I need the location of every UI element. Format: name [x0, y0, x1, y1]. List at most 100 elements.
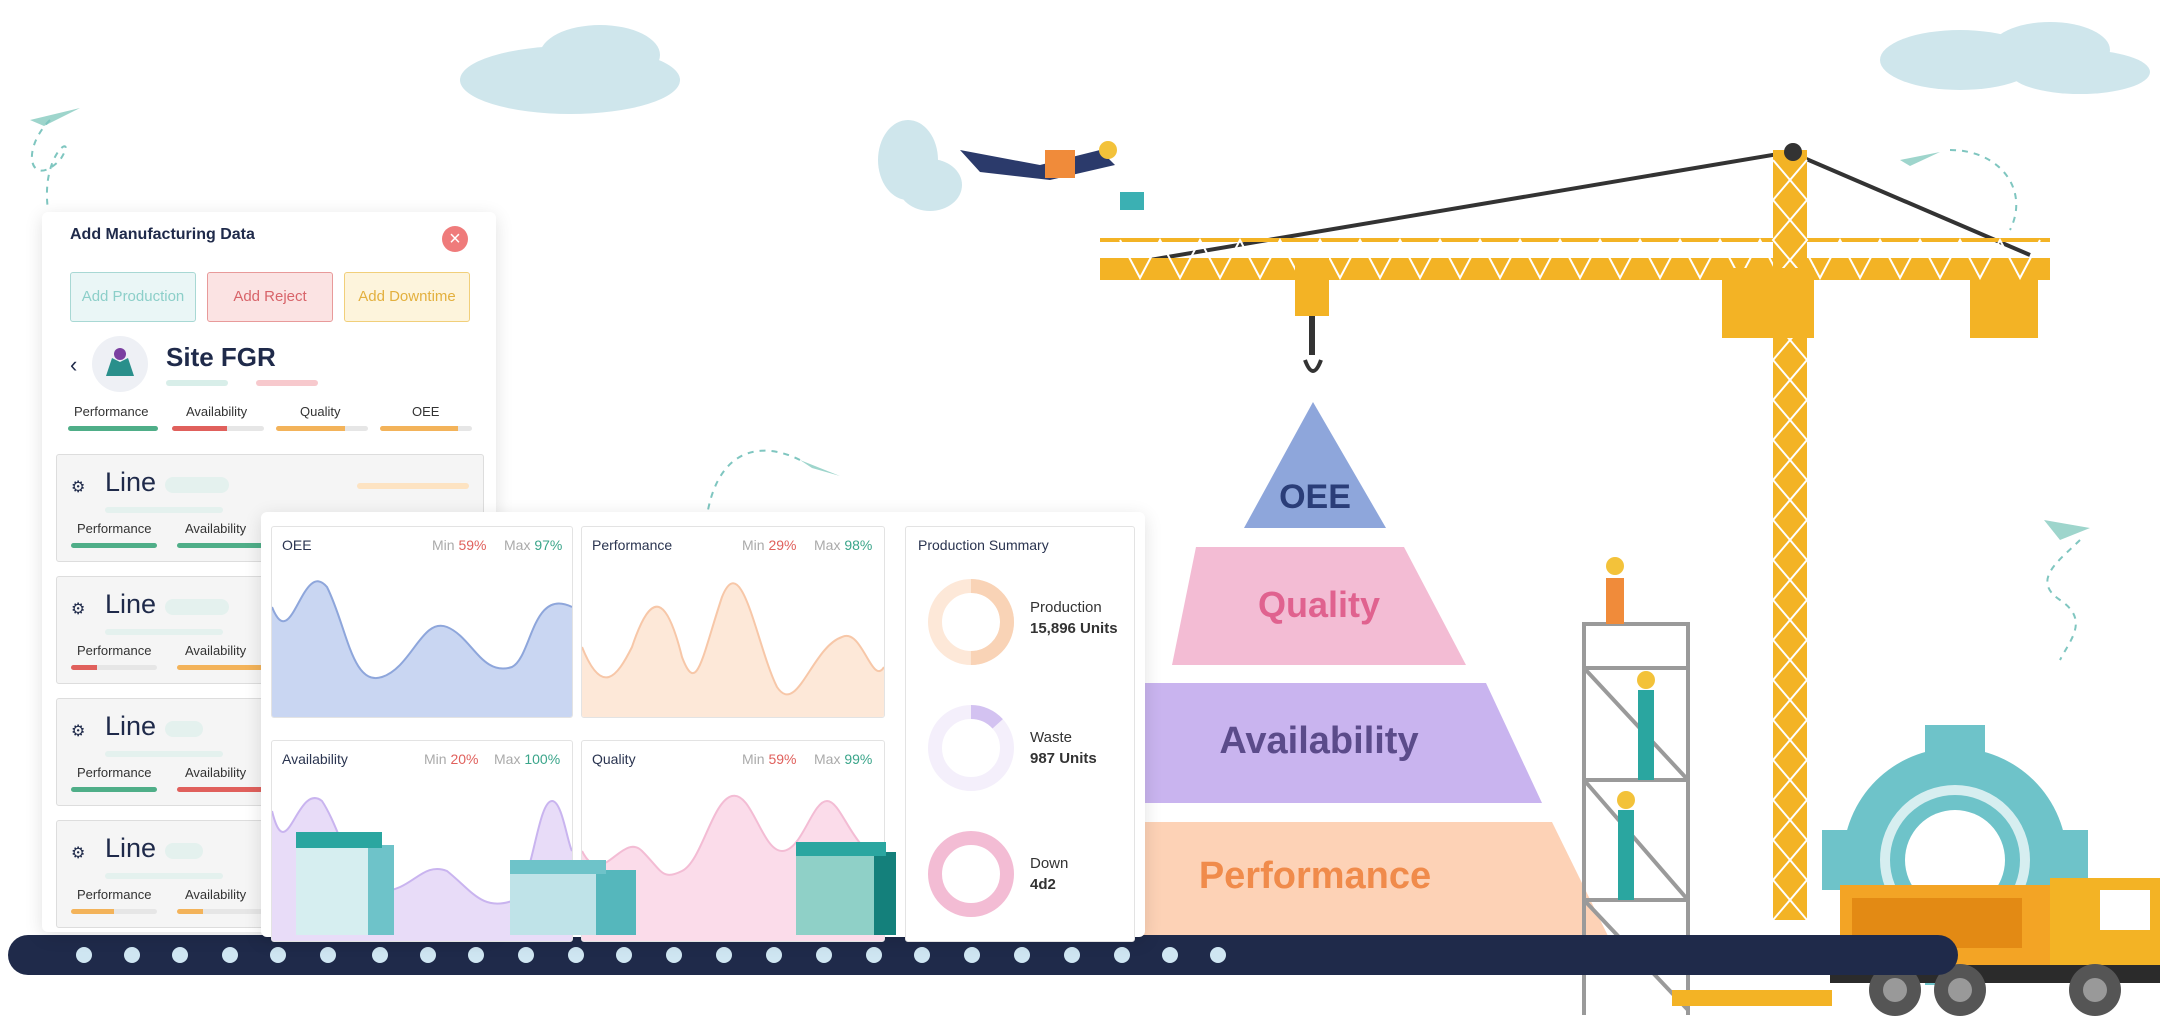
- cloud-icon: [460, 22, 2150, 211]
- max-value: 99%: [844, 751, 873, 767]
- robot-arm-icon: ⚙: [71, 479, 86, 496]
- summary-value: 4d2: [1030, 876, 1056, 893]
- min-label: Min: [424, 751, 447, 767]
- metric-performance-label: Performance: [74, 404, 149, 419]
- min-value: 29%: [768, 537, 797, 553]
- line-bar: [357, 483, 469, 489]
- line-bar: [177, 665, 263, 670]
- dashboard-panel: OEE Min 59% Max 97% Performance Min 29% …: [261, 512, 1145, 942]
- map-pin-icon: [92, 336, 148, 392]
- metric-availability-label: Availability: [186, 404, 248, 419]
- close-icon[interactable]: ×: [442, 226, 468, 252]
- chart-min: Min 20%: [424, 751, 478, 767]
- quality-area-chart: [582, 794, 884, 941]
- line-bar: [177, 543, 263, 548]
- chart-max: Max 98%: [814, 537, 872, 553]
- quality-chart-card[interactable]: Quality Min 59% Max 99%: [581, 740, 885, 942]
- line-bar: [177, 909, 263, 914]
- line-bar: [71, 787, 157, 792]
- line-performance-label: Performance: [77, 887, 152, 902]
- metric-bar: [380, 426, 472, 431]
- chart-max: Max 97%: [504, 537, 562, 553]
- min-label: Min: [742, 537, 765, 553]
- paper-plane-icon: [30, 108, 2090, 540]
- max-label: Max: [494, 751, 521, 767]
- performance-chart-card[interactable]: Performance Min 29% Max 98%: [581, 526, 885, 718]
- line-bar: [71, 543, 157, 548]
- robot-arm-icon: ⚙: [71, 845, 86, 862]
- min-value: 20%: [450, 751, 479, 767]
- site-name: Site FGR: [166, 342, 276, 372]
- waste-donut: [928, 705, 1014, 791]
- metric-bar: [276, 426, 368, 431]
- line-bar: [105, 751, 223, 757]
- min-label: Min: [742, 751, 765, 767]
- line-performance-label: Performance: [77, 643, 152, 658]
- conveyor-belt: [8, 935, 1958, 975]
- chart-title: Quality: [592, 751, 636, 767]
- worker-icon: [1606, 557, 1655, 900]
- robot-arm-icon: ⚙: [71, 723, 86, 740]
- availability-chart-card[interactable]: Availability Min 20% Max 100%: [271, 740, 573, 942]
- chart-min: Min 59%: [432, 537, 486, 553]
- chart-title: OEE: [282, 537, 312, 553]
- summary-item: Production 15,896 Units: [1030, 597, 1118, 639]
- performance-area-chart: [582, 582, 884, 717]
- line-name: Line: [105, 711, 157, 741]
- chart-max: Max 100%: [494, 751, 560, 767]
- line-bar: [71, 909, 157, 914]
- line-name: Line: [105, 467, 157, 497]
- metric-bar: [68, 426, 158, 431]
- add-downtime-button[interactable]: Add Downtime: [344, 272, 470, 322]
- robot-arm-icon: ⚙: [71, 601, 86, 618]
- line-bar: [71, 665, 157, 670]
- line-name: Line: [105, 833, 157, 863]
- production-summary-card: Production Summary Production 15,896 Uni…: [905, 526, 1135, 942]
- chart-min: Min 59%: [742, 751, 796, 767]
- oee-pyramid: [1020, 402, 1610, 940]
- metric-quality-label: Quality: [300, 404, 341, 419]
- chart-title: Performance: [592, 537, 673, 553]
- line-tag: [165, 843, 203, 859]
- chart-max: Max 99%: [814, 751, 872, 767]
- site-bar: [166, 380, 228, 386]
- oee-chart-card[interactable]: OEE Min 59% Max 97%: [271, 526, 573, 718]
- max-value: 97%: [534, 537, 563, 553]
- summary-label: Production: [1030, 599, 1102, 616]
- line-availability-label: Availability: [185, 887, 247, 902]
- line-performance-label: Performance: [77, 521, 152, 536]
- line-bar: [105, 629, 223, 635]
- metric-bar: [172, 426, 264, 431]
- max-label: Max: [814, 537, 841, 553]
- line-bar: [105, 873, 223, 879]
- summary-title: Production Summary: [918, 537, 1049, 553]
- add-production-button[interactable]: Add Production: [70, 272, 196, 322]
- line-availability-label: Availability: [185, 765, 247, 780]
- summary-label: Waste: [1030, 729, 1072, 746]
- min-label: Min: [432, 537, 455, 553]
- add-reject-button[interactable]: Add Reject: [207, 272, 333, 322]
- line-tag: [165, 599, 229, 615]
- availability-area-chart: [272, 797, 572, 941]
- pyramid-performance-label: Performance: [1198, 855, 1432, 897]
- line-name: Line: [105, 589, 157, 619]
- line-bar: [177, 787, 263, 792]
- flying-worker-icon: [960, 141, 1144, 210]
- line-bar: [105, 507, 223, 513]
- metric-oee-label: OEE: [412, 404, 440, 419]
- chevron-left-icon[interactable]: ‹: [70, 352, 78, 377]
- downtime-donut: [928, 831, 1014, 917]
- chart-min: Min 29%: [742, 537, 796, 553]
- pyramid-quality-label: Quality: [1257, 584, 1381, 625]
- line-availability-label: Availability: [185, 521, 247, 536]
- chart-title: Availability: [282, 751, 348, 767]
- min-value: 59%: [768, 751, 797, 767]
- oee-area-chart: [272, 580, 572, 717]
- line-performance-label: Performance: [77, 765, 152, 780]
- pyramid-oee-label: OEE: [1279, 478, 1351, 516]
- panel-title: Add Manufacturing Data: [70, 226, 255, 243]
- max-label: Max: [504, 537, 531, 553]
- summary-item: Waste 987 Units: [1030, 727, 1097, 769]
- pyramid-availability-label: Availability: [1219, 720, 1419, 762]
- min-value: 59%: [458, 537, 487, 553]
